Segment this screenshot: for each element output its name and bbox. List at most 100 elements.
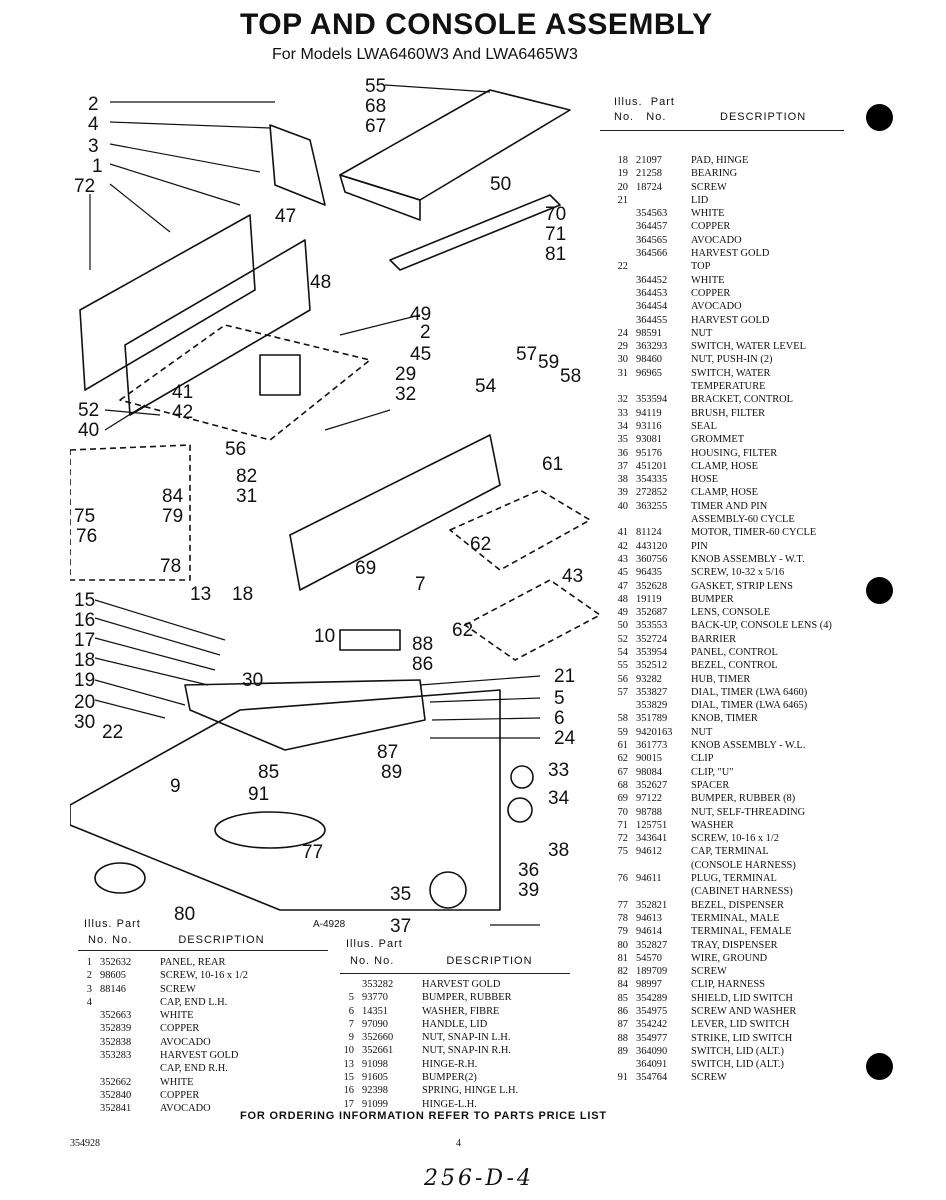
illus-number: 54 bbox=[617, 646, 628, 658]
part-description: BUMPER bbox=[691, 593, 734, 605]
part-number: 352821 bbox=[636, 899, 668, 911]
harness-box-outline bbox=[69, 444, 191, 581]
part-number: 93770 bbox=[362, 992, 388, 1004]
part-number bbox=[628, 885, 691, 898]
middle-header-nos: No. No. bbox=[350, 955, 395, 967]
callout-18: 18 bbox=[232, 584, 253, 605]
part-description: TRAY, DISPENSER bbox=[691, 939, 778, 951]
figure-reference: A-4928 bbox=[313, 919, 346, 930]
callout-1: 1 bbox=[92, 156, 103, 177]
illus-number bbox=[74, 1022, 92, 1035]
part-description: BUMPER, RUBBER bbox=[422, 992, 512, 1004]
callout-43: 43 bbox=[562, 566, 583, 587]
illus-number: 13 bbox=[343, 1058, 354, 1070]
part-description: NUT, SNAP-IN R.H. bbox=[422, 1045, 511, 1057]
binder-hole-middle bbox=[866, 577, 893, 604]
parts-row: 352838 AVOCADO bbox=[74, 1036, 248, 1049]
part-number bbox=[628, 380, 691, 393]
part-number: 352662 bbox=[100, 1076, 132, 1088]
part-description: SEAL bbox=[691, 420, 717, 432]
callout-84: 84 bbox=[162, 486, 184, 507]
callout-88: 88 bbox=[412, 634, 433, 655]
part-description: ASSEMBLY-60 CYCLE bbox=[691, 514, 795, 526]
illus-number bbox=[74, 1076, 92, 1089]
part-description: HARVEST GOLD bbox=[160, 1050, 239, 1062]
callout-52: 52 bbox=[78, 400, 99, 421]
console-lens-strip bbox=[389, 194, 561, 271]
part-number: 364452 bbox=[636, 274, 668, 286]
illus-number: 45 bbox=[617, 567, 628, 579]
part-description: AVOCADO bbox=[160, 1103, 211, 1115]
callout-2: 2 bbox=[88, 94, 99, 115]
part-description: NUT, SNAP-IN L.H. bbox=[422, 1032, 511, 1044]
part-description: LID bbox=[691, 194, 709, 206]
illus-number bbox=[74, 1062, 92, 1075]
part-number: 364090 bbox=[636, 1045, 668, 1057]
callout-21: 21 bbox=[554, 666, 575, 687]
part-number: 352660 bbox=[362, 1032, 394, 1044]
part-description: DIAL, TIMER (LWA 6465) bbox=[691, 700, 808, 712]
part-description: TEMPERATURE bbox=[691, 381, 766, 393]
right-header-part: Part bbox=[650, 96, 675, 108]
part-description: PLUG, TERMINAL bbox=[691, 873, 777, 885]
part-description: BUMPER, RUBBER (8) bbox=[691, 793, 796, 805]
illus-number bbox=[604, 314, 628, 327]
illus-number: 85 bbox=[617, 992, 628, 1004]
part-number: 94611 bbox=[636, 873, 662, 885]
callout-49: 49 bbox=[410, 304, 431, 325]
part-number: 98605 bbox=[100, 970, 126, 982]
illus-number: 38 bbox=[617, 474, 628, 486]
callout-39: 39 bbox=[518, 880, 539, 901]
callout-56: 56 bbox=[225, 439, 246, 460]
illus-number: 80 bbox=[617, 939, 628, 951]
part-number: 354764 bbox=[636, 1072, 668, 1084]
part-description: TIMER AND PIN bbox=[691, 500, 768, 512]
illus-number: 18 bbox=[617, 155, 628, 166]
part-description: WHITE bbox=[691, 274, 725, 286]
right-header-no2: No. bbox=[646, 111, 667, 123]
illus-number: 69 bbox=[617, 793, 628, 805]
part-number: 352838 bbox=[100, 1036, 132, 1048]
part-description: WHITE bbox=[160, 1010, 194, 1022]
part-description: TERMINAL, FEMALE bbox=[691, 926, 792, 938]
part-number: 96965 bbox=[636, 367, 662, 379]
part-number: 97122 bbox=[636, 793, 662, 805]
part-number bbox=[628, 260, 691, 273]
right-table-rule bbox=[600, 130, 844, 131]
illus-number: 76 bbox=[617, 873, 628, 885]
part-description: AVOCADO bbox=[160, 1036, 211, 1048]
exploded-diagram: 2 4 3 1 72 55 68 67 50 47 48 70 71 81 49… bbox=[69, 70, 610, 940]
part-description: SWITCH, LID (ALT.) bbox=[691, 1045, 784, 1057]
right-header-illus: Illus. bbox=[614, 96, 643, 108]
callout-5: 5 bbox=[554, 688, 565, 709]
part-description: WASHER, FIBRE bbox=[422, 1005, 500, 1017]
part-description: BEZEL, DISPENSER bbox=[691, 899, 784, 911]
illus-number bbox=[604, 300, 628, 313]
part-description: CAP, TERMINAL bbox=[691, 846, 769, 858]
callout-71: 71 bbox=[545, 224, 566, 245]
part-number: 361773 bbox=[636, 740, 668, 752]
part-description: HOUSING, FILTER bbox=[691, 447, 778, 459]
part-description: COPPER bbox=[691, 287, 731, 299]
callout-30b: 30 bbox=[74, 712, 95, 733]
part-description: TERMINAL, MALE bbox=[691, 912, 780, 924]
illus-number bbox=[604, 207, 628, 220]
